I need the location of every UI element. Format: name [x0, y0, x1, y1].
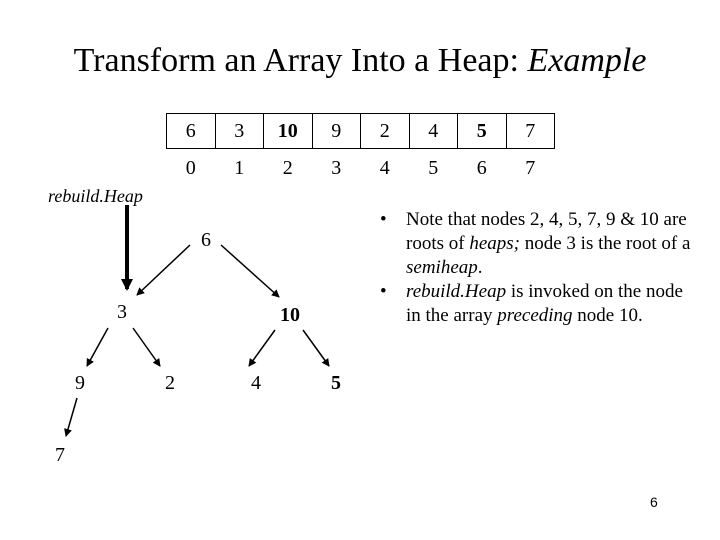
tree-node-index-5: 4 — [251, 372, 261, 394]
array-cell-0: 6 — [166, 113, 216, 149]
page-number: 6 — [650, 494, 658, 510]
note-emphasis: semiheap — [406, 257, 478, 278]
edge-3-9 — [86, 327, 109, 367]
array-table: 6 3 10 9 2 4 5 7 0 1 2 3 4 5 6 7 — [166, 113, 555, 187]
note-emphasis: preceding — [497, 305, 573, 326]
note-text: node 3 is the root of a — [519, 233, 691, 254]
array-index-row: 0 1 2 3 4 5 6 7 — [167, 149, 555, 188]
notes-list: • Note that nodes 2, 4, 5, 7, 9 & 10 are… — [380, 208, 700, 328]
array-index-4: 4 — [379, 156, 390, 179]
title-emphasis: Example — [527, 42, 647, 79]
array-cell-6: 5 — [457, 113, 507, 149]
note-emphasis: heaps; — [469, 233, 520, 254]
note-text: is invoked on the node in the array — [406, 281, 683, 326]
bullet-icon: • — [380, 209, 387, 230]
tree-node-index-1: 3 — [117, 301, 127, 323]
tree-node-index-0: 6 — [201, 229, 211, 251]
note-text: . — [477, 257, 483, 278]
rebuild-heap-label: rebuild.Heap — [48, 186, 143, 206]
bullet-icon: • — [380, 281, 387, 302]
array-index-3: 3 — [331, 156, 342, 179]
note-text: node 10. — [572, 305, 643, 326]
note-text: Note that nodes 2, 4, 5, 7, 9 & 10 are r… — [406, 209, 687, 254]
tree-node-index-3: 9 — [75, 372, 85, 394]
array-cell-4: 2 — [360, 113, 410, 149]
note-emphasis: rebuild.Heap — [406, 281, 507, 302]
note-item-rebuild: • rebuild.Heap is invoked on the node in… — [380, 280, 700, 328]
note-item-roots: • Note that nodes 2, 4, 5, 7, 9 & 10 are… — [380, 208, 700, 280]
array-values-row: 6 3 10 9 2 4 5 7 — [166, 113, 555, 149]
tree-node-index-7: 7 — [55, 444, 65, 466]
array-index-1: 1 — [234, 156, 245, 179]
array-cell-2: 10 — [263, 113, 313, 149]
array-cell-5: 4 — [408, 113, 458, 149]
title-main: Transform an Array Into a Heap: — [73, 42, 528, 79]
slide-title: Transform an Array Into a Heap: Example — [0, 42, 720, 80]
array-index-5: 5 — [428, 156, 439, 179]
tree-node-index-6: 5 — [331, 372, 341, 394]
array-index-0: 0 — [185, 156, 196, 179]
edge-10-5 — [302, 329, 330, 367]
edge-6-3 — [136, 244, 191, 296]
array-index-2: 2 — [282, 156, 293, 179]
edge-9-7 — [64, 397, 78, 437]
array-index-6: 6 — [476, 156, 487, 179]
tree-node-index-4: 2 — [165, 372, 175, 394]
array-index-7: 7 — [525, 156, 536, 179]
edge-10-4 — [248, 329, 276, 367]
edge-6-10 — [220, 244, 280, 298]
array-cell-7: 7 — [505, 113, 555, 149]
edge-3-2 — [132, 327, 161, 367]
tree-node-index-2: 10 — [280, 304, 300, 326]
